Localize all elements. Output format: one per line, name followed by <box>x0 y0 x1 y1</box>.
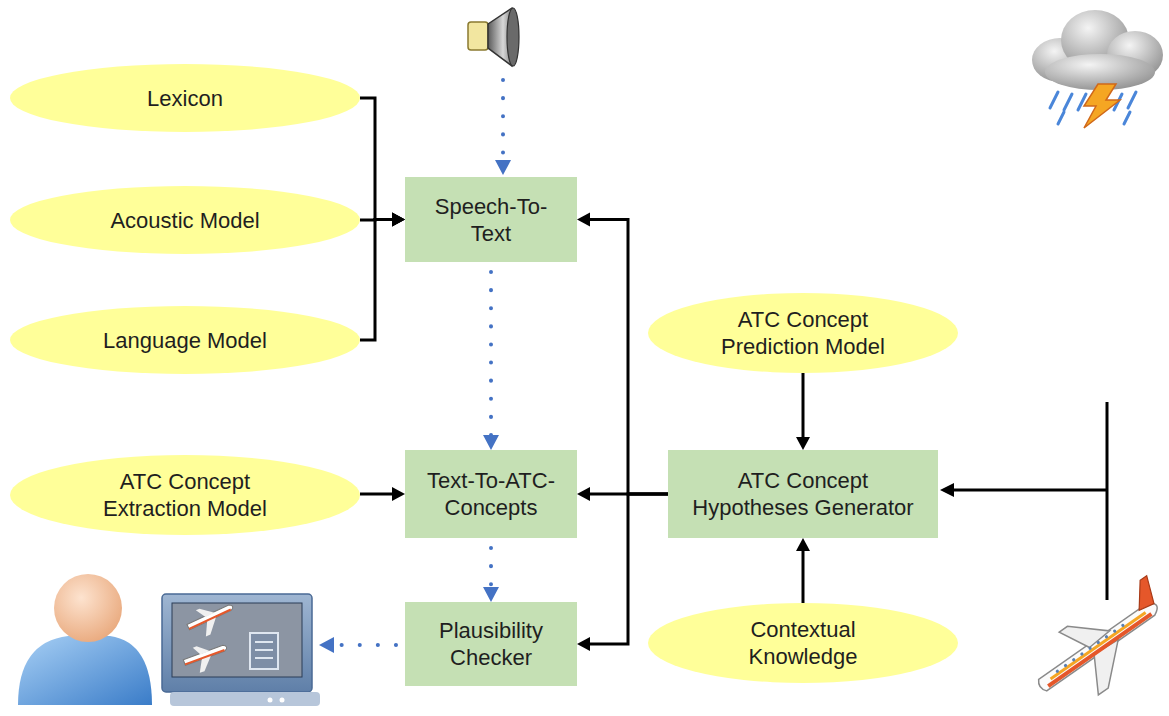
connector-arrow <box>360 487 405 501</box>
model-ellipse: Language Model <box>10 306 360 374</box>
arrowhead <box>392 487 405 501</box>
arrowhead <box>577 487 590 501</box>
weather-icon <box>1032 10 1163 128</box>
ellipse-shape <box>648 603 958 683</box>
model-ellipse: ATC Concept Prediction Model <box>648 293 958 373</box>
connector-arrow <box>360 213 405 341</box>
connector-arrow <box>577 494 668 651</box>
airplane-icon <box>1021 572 1169 716</box>
node-label: Speech-To-Text <box>416 193 566 247</box>
monitor-icon <box>162 594 320 706</box>
connector-line <box>360 493 393 496</box>
dotted-flow-arrow <box>483 272 499 450</box>
connector-line <box>360 98 393 220</box>
node-label: Lexicon <box>147 85 223 112</box>
audio-flow <box>495 80 511 175</box>
connector-line <box>589 220 668 495</box>
model-ellipse: Acoustic Model <box>10 186 360 254</box>
process-box: ATC Concept Hypotheses Generator <box>668 450 938 538</box>
arrowhead <box>577 213 590 227</box>
arrowhead <box>392 213 405 227</box>
controller-person-icon <box>18 574 152 705</box>
arrowhead <box>483 435 499 450</box>
knowledge-ellipse: Contextual Knowledge <box>648 603 958 683</box>
connector-arrow <box>360 98 405 227</box>
node-label: ATC Concept Prediction Model <box>698 306 908 360</box>
input-arrow <box>940 483 1107 497</box>
connector-arrow <box>796 373 810 450</box>
node-label: Language Model <box>103 327 267 354</box>
connector-line <box>360 220 393 341</box>
arrowhead <box>796 437 810 450</box>
node-label: Acoustic Model <box>110 207 259 234</box>
node-label: Contextual Knowledge <box>698 616 908 670</box>
ellipse-shape <box>10 455 360 535</box>
connector-line <box>489 272 493 436</box>
arrowhead <box>392 213 405 227</box>
process-box: Plausibility Checker <box>405 602 577 686</box>
display-flow <box>319 637 396 653</box>
arrowhead <box>392 213 405 227</box>
connector-line <box>802 550 805 603</box>
connector-line <box>802 373 805 438</box>
node-label: Text-To-ATC-Concepts <box>416 467 566 521</box>
dotted-flow-arrow <box>483 548 499 602</box>
model-ellipse: ATC Concept Extraction Model <box>10 455 360 535</box>
process-box: Text-To-ATC-Concepts <box>405 450 577 538</box>
arrowhead <box>577 637 590 651</box>
input-bus <box>1106 402 1109 600</box>
connector-line <box>589 494 668 644</box>
ellipse-shape <box>648 293 958 373</box>
speaker-icon <box>468 8 519 66</box>
arrowhead <box>796 538 810 551</box>
connector-arrow <box>796 538 810 603</box>
process-box: Speech-To-Text <box>405 177 577 262</box>
node-label: ATC Concept Hypotheses Generator <box>688 467 918 521</box>
node-label: Plausibility Checker <box>416 617 566 671</box>
connector-arrow <box>577 213 668 495</box>
connector-line <box>489 548 493 588</box>
model-ellipse: Lexicon <box>10 64 360 132</box>
node-label: ATC Concept Extraction Model <box>80 468 290 522</box>
arrowhead <box>483 587 499 602</box>
